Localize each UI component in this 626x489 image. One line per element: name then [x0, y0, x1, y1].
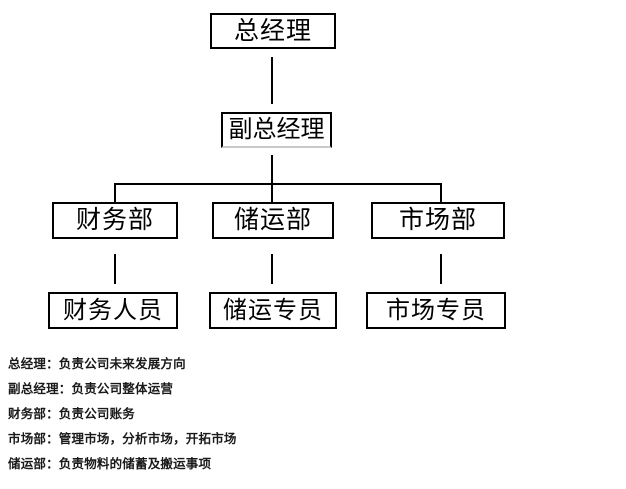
connector-horizontal-bus — [114, 183, 442, 185]
node-finance-department[interactable]: 财务部 — [52, 202, 178, 239]
connector-bus-to-finance-dept — [114, 183, 116, 204]
node-market-specialist[interactable]: 市场专员 — [366, 292, 506, 329]
responsibilities-legend: 总经理：负责公司未来发展方向 副总经理：负责公司整体运营 财务部：负责公司账务 … — [8, 352, 618, 477]
connector-logistics-dept-to-staff — [271, 254, 273, 284]
node-deputy-general-manager[interactable]: 副总经理 — [221, 112, 332, 148]
legend-line-market-dept: 市场部：管理市场，分析市场，开拓市场 — [8, 432, 237, 446]
legend-line-ceo: 总经理：负责公司未来发展方向 — [8, 357, 186, 371]
legend-line-finance-dept: 财务部：负责公司账务 — [8, 407, 136, 421]
connector-bus-to-logistics-dept — [271, 183, 273, 204]
legend-line-logistics-dept: 储运部：负责物料的储蓄及搬运事项 — [8, 457, 212, 471]
node-market-department[interactable]: 市场部 — [371, 202, 505, 239]
connector-market-dept-to-staff — [440, 254, 442, 284]
connector-bus-to-market-dept — [440, 183, 442, 204]
node-ceo[interactable]: 总经理 — [210, 13, 336, 49]
connector-ceo-to-deputy — [271, 57, 273, 104]
connector-deputy-to-bus — [271, 155, 273, 183]
legend-line-deputy: 副总经理：负责公司整体运营 — [8, 382, 174, 396]
node-logistics-specialist[interactable]: 储运专员 — [209, 292, 337, 329]
node-finance-staff[interactable]: 财务人员 — [48, 292, 178, 329]
node-logistics-department[interactable]: 储运部 — [212, 202, 334, 239]
connector-finance-dept-to-staff — [114, 254, 116, 284]
